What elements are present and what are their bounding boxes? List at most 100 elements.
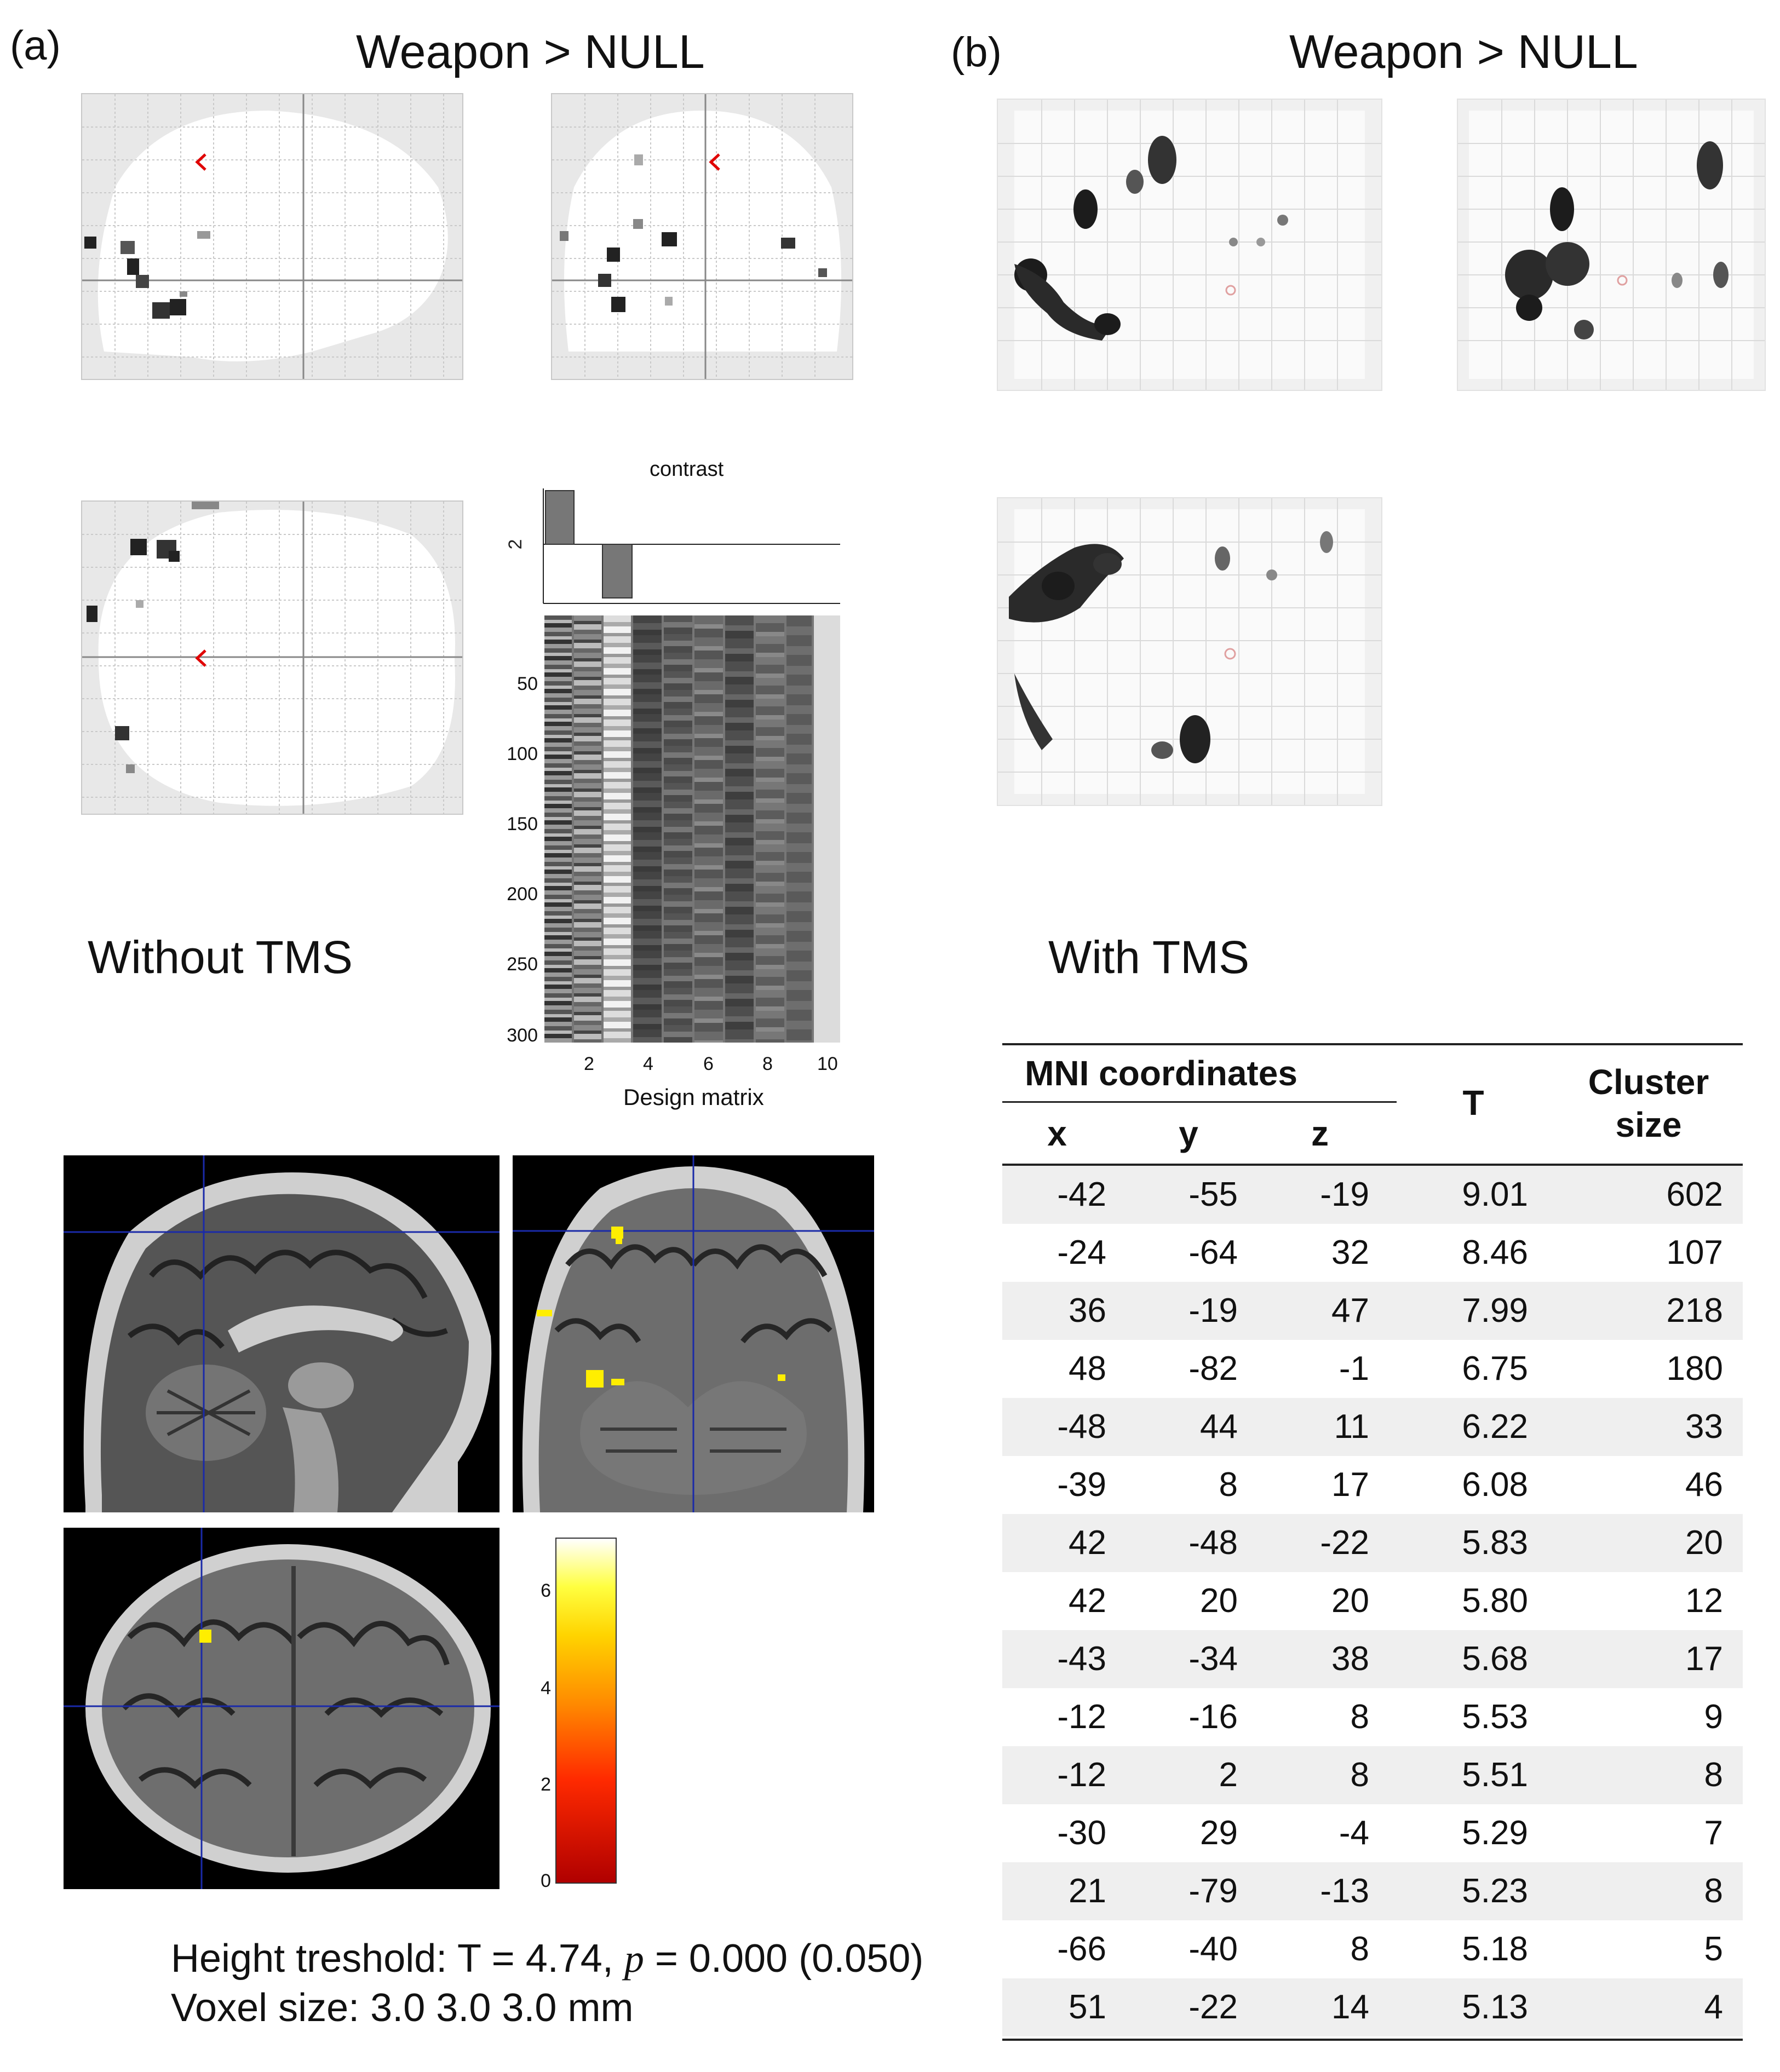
dm-ytick: 250 <box>507 954 538 975</box>
cell-size: 602 <box>1666 1176 1723 1213</box>
contrast-plot: 2 <box>501 483 851 614</box>
cell-z: -22 <box>1320 1524 1369 1562</box>
cell-y: -16 <box>1188 1698 1238 1736</box>
cell-x: 42 <box>1069 1582 1106 1620</box>
col-z-header: z <box>1311 1114 1329 1153</box>
cell-size: 218 <box>1666 1292 1723 1329</box>
cell-z: 8 <box>1350 1756 1369 1794</box>
cell-t: 5.53 <box>1462 1698 1528 1736</box>
cell-t: 5.51 <box>1462 1756 1528 1794</box>
dm-xtick: 2 <box>584 1054 594 1074</box>
cell-x: -24 <box>1057 1234 1106 1271</box>
cell-y: -82 <box>1188 1350 1238 1388</box>
design-matrix-y-ticks: 50 100 150 200 250 300 <box>507 615 542 1046</box>
table-header-rule <box>1002 1164 1743 1166</box>
mni-underline <box>1002 1101 1397 1103</box>
cell-t: 7.99 <box>1462 1292 1528 1329</box>
cell-t: 5.18 <box>1462 1930 1528 1968</box>
mri-sagittal <box>64 1155 499 1512</box>
cell-x: -66 <box>1057 1930 1106 1968</box>
cell-x: 21 <box>1069 1872 1106 1910</box>
dm-ytick: 300 <box>507 1025 538 1046</box>
cell-x: 42 <box>1069 1524 1106 1562</box>
col-x-header: x <box>1047 1114 1067 1153</box>
cell-size: 8 <box>1704 1872 1723 1910</box>
dm-ytick: 200 <box>507 884 538 905</box>
table-row: 36 -19 47 7.99 218 <box>1002 1282 1743 1340</box>
cell-size: 17 <box>1685 1640 1723 1678</box>
cell-z: -13 <box>1320 1872 1369 1910</box>
col-cluster-header: Cluster <box>1588 1062 1709 1102</box>
cell-size: 7 <box>1704 1814 1723 1852</box>
cell-size: 180 <box>1666 1350 1723 1388</box>
table-bottom-rule <box>1002 2039 1743 2041</box>
panel-b-title: Weapon > NULL <box>1289 26 1638 78</box>
cell-z: 8 <box>1350 1698 1369 1736</box>
cell-z: 20 <box>1331 1582 1369 1620</box>
cell-z: 17 <box>1331 1466 1369 1504</box>
glass-brain-sagittal-tms <box>997 99 1382 391</box>
dm-xtick: 4 <box>643 1054 653 1074</box>
cell-t: 9.01 <box>1462 1176 1528 1213</box>
cell-z: 32 <box>1331 1234 1369 1271</box>
cell-y: -79 <box>1188 1872 1238 1910</box>
col-size-header: size <box>1615 1105 1682 1144</box>
glass-brain-sagittal <box>81 93 463 380</box>
cell-x: -12 <box>1057 1756 1106 1794</box>
cell-z: -4 <box>1339 1814 1369 1852</box>
cell-size: 33 <box>1685 1408 1723 1446</box>
cell-size: 12 <box>1685 1582 1723 1620</box>
colorbar-tick: 0 <box>541 1870 551 1891</box>
cell-y: -48 <box>1188 1524 1238 1562</box>
cell-z: 38 <box>1331 1640 1369 1678</box>
cell-z: -19 <box>1320 1176 1369 1213</box>
cell-x: -43 <box>1057 1640 1106 1678</box>
cell-y: -19 <box>1188 1292 1238 1329</box>
cell-y: 44 <box>1200 1408 1238 1446</box>
dm-xtick: 8 <box>762 1054 773 1074</box>
cell-z: 47 <box>1331 1292 1369 1329</box>
contrast-tick-label: 2 <box>505 539 526 550</box>
cell-y: 2 <box>1219 1756 1238 1794</box>
cell-t: 8.46 <box>1462 1234 1528 1271</box>
cell-size: 4 <box>1704 1988 1723 2026</box>
glass-brain-axial-tms <box>997 497 1382 806</box>
height-threshold-suffix: = 0.000 (0.050) <box>644 1937 924 1981</box>
col-y-header: y <box>1179 1114 1198 1153</box>
colorbar-tick: 6 <box>541 1580 551 1601</box>
colorbar-ticks: 6 4 2 0 <box>535 1533 554 1891</box>
cell-x: -42 <box>1057 1176 1106 1213</box>
design-matrix <box>544 615 840 1043</box>
cell-t: 6.75 <box>1462 1350 1528 1388</box>
panel-a-label: (a) <box>10 22 61 69</box>
p-symbol: p <box>624 1937 644 1981</box>
dm-xtick: 6 <box>703 1054 714 1074</box>
glass-brain-axial <box>81 500 463 815</box>
cell-t: 5.80 <box>1462 1582 1528 1620</box>
col-t-header: T <box>1462 1083 1484 1123</box>
cell-size: 20 <box>1685 1524 1723 1562</box>
cell-x: 48 <box>1069 1350 1106 1388</box>
cell-x: -30 <box>1057 1814 1106 1852</box>
cell-z: 11 <box>1334 1408 1369 1446</box>
cell-y: 29 <box>1200 1814 1238 1852</box>
cell-y: 20 <box>1200 1582 1238 1620</box>
cell-x: 51 <box>1069 1988 1106 2026</box>
glass-brain-coronal-tms <box>1457 99 1766 391</box>
colorbar <box>555 1538 617 1884</box>
cell-z: 8 <box>1350 1930 1369 1968</box>
colorbar-tick: 4 <box>541 1678 551 1699</box>
cell-x: 36 <box>1069 1292 1106 1329</box>
cell-t: 5.68 <box>1462 1640 1528 1678</box>
panel-a-title: Weapon > NULL <box>356 26 705 78</box>
